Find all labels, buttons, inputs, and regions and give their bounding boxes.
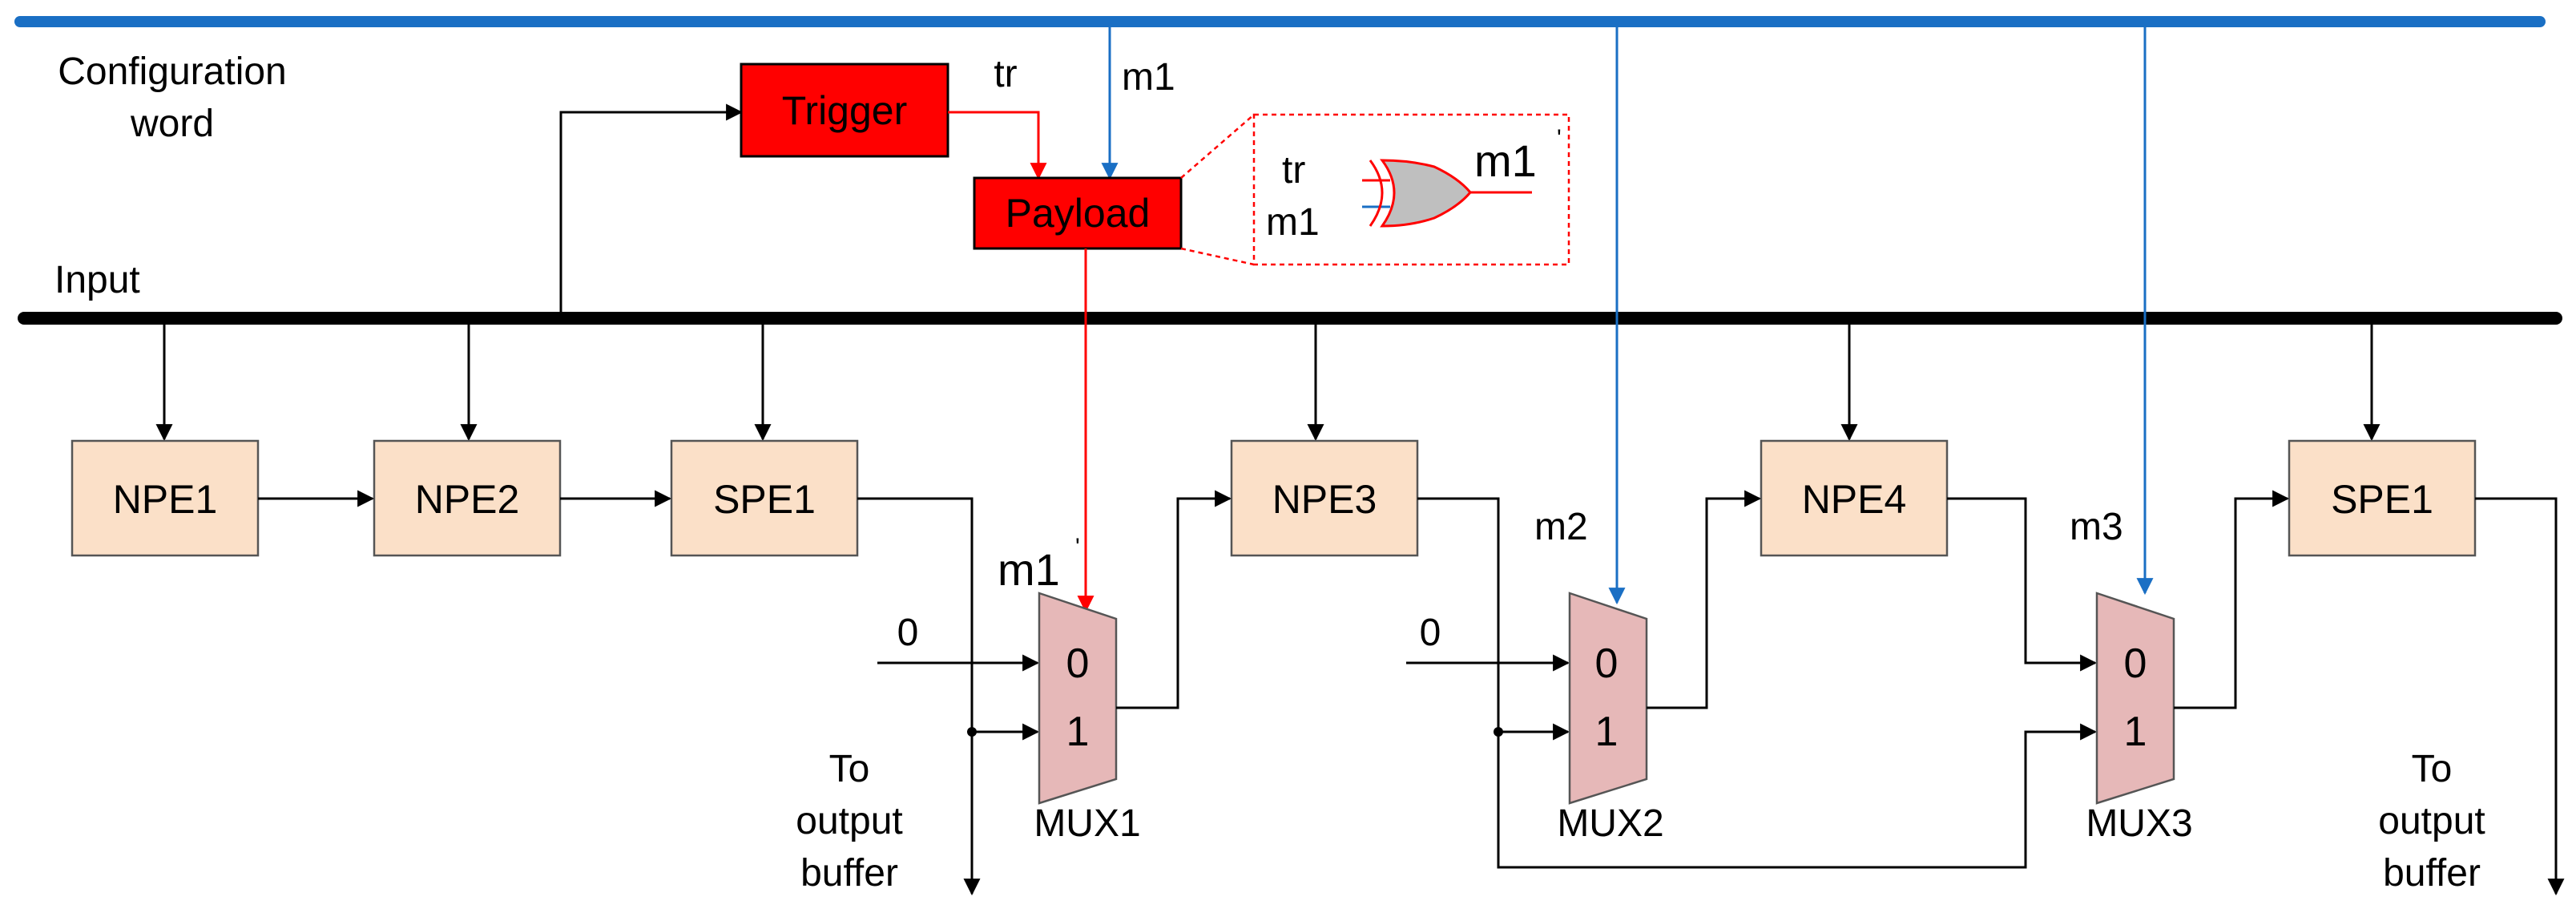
trigger-to-payload-wire [948, 111, 1047, 180]
mux3-in1-label: 1 [2124, 709, 2147, 755]
tr-label: tr [994, 53, 1017, 95]
spe1-right-label: SPE1 [2331, 477, 2433, 522]
mux2-in0-label: 0 [1595, 640, 1619, 687]
m1-prime-label: m1 [998, 544, 1060, 595]
junction-dot-left [967, 727, 977, 737]
trigger-block [740, 63, 949, 158]
npe2-label: NPE2 [415, 477, 520, 522]
mux3-name: MUX3 [2086, 802, 2192, 845]
mux3-in0-label: 0 [2124, 640, 2147, 687]
mux3-to-spe1-wire [2174, 490, 2290, 709]
input-to-trigger-wire [559, 103, 744, 315]
output-buffer-left-line1: To [829, 748, 870, 790]
payload-block [973, 176, 1183, 250]
npe4-label: NPE4 [1802, 477, 1907, 522]
spe1-right-output-wire [2475, 497, 2565, 896]
mux1-name: MUX1 [1034, 802, 1140, 845]
input-label: Input [54, 259, 140, 301]
spe1-left-label: SPE1 [713, 477, 816, 522]
output-buffer-right-line1: To [2412, 748, 2453, 790]
junction-dot-mid [1494, 727, 1503, 737]
spe1-left-block [670, 439, 859, 557]
npe1-block [71, 439, 260, 557]
mux3-shape [2095, 592, 2175, 805]
payload-detail-inset [1252, 113, 1570, 266]
config-word-label-line1: Configuration [58, 50, 287, 93]
m3-label: m3 [2070, 506, 2123, 548]
payload-label: Payload [1006, 191, 1151, 236]
inset-out-prime: ' [1557, 125, 1562, 151]
mux2-name: MUX2 [1557, 802, 1663, 845]
m2-label: m2 [1534, 506, 1588, 548]
mux1-to-npe3-wire [1116, 490, 1232, 709]
npe3-block [1230, 439, 1419, 557]
npe2-block [373, 439, 562, 557]
spe1-right-block [2288, 439, 2477, 557]
m1-prime-mark: ' [1075, 534, 1080, 560]
spe1-left-output-wire [857, 497, 981, 896]
output-buffer-left-line2: output [796, 800, 902, 842]
output-buffer-right-line3: buffer [2383, 852, 2481, 895]
mux1-zero-label: 0 [897, 612, 919, 654]
xor-gate-icon [1362, 159, 1532, 228]
config-word-label-line2: word [130, 103, 214, 145]
output-buffer-left-line3: buffer [800, 852, 898, 895]
mux2-zero-label: 0 [1420, 612, 1441, 654]
zoom-line-top [1180, 114, 1255, 179]
inset-out-label: m1 [1474, 135, 1537, 186]
m1-label: m1 [1122, 56, 1175, 99]
mux1-shape [1038, 592, 1118, 805]
output-buffer-right-line2: output [2378, 800, 2485, 842]
npe3-label: NPE3 [1272, 477, 1377, 522]
zoom-line-bottom [1180, 247, 1255, 266]
inset-tr-label: tr [1282, 149, 1305, 192]
mux2-shape [1568, 592, 1648, 805]
mux2-to-npe4-wire [1647, 490, 1762, 709]
npe4-block [1760, 439, 1949, 557]
trigger-label: Trigger [782, 88, 908, 133]
inset-m1-label: m1 [1266, 201, 1320, 244]
mux1-in1-label: 1 [1066, 709, 1090, 755]
mux2-in1-label: 1 [1595, 709, 1619, 755]
npe4-to-mux3-wire [1947, 497, 2098, 672]
npe3-output-wire [1417, 497, 2098, 869]
mux1-in0-label: 0 [1066, 640, 1090, 687]
npe1-label: NPE1 [113, 477, 218, 522]
